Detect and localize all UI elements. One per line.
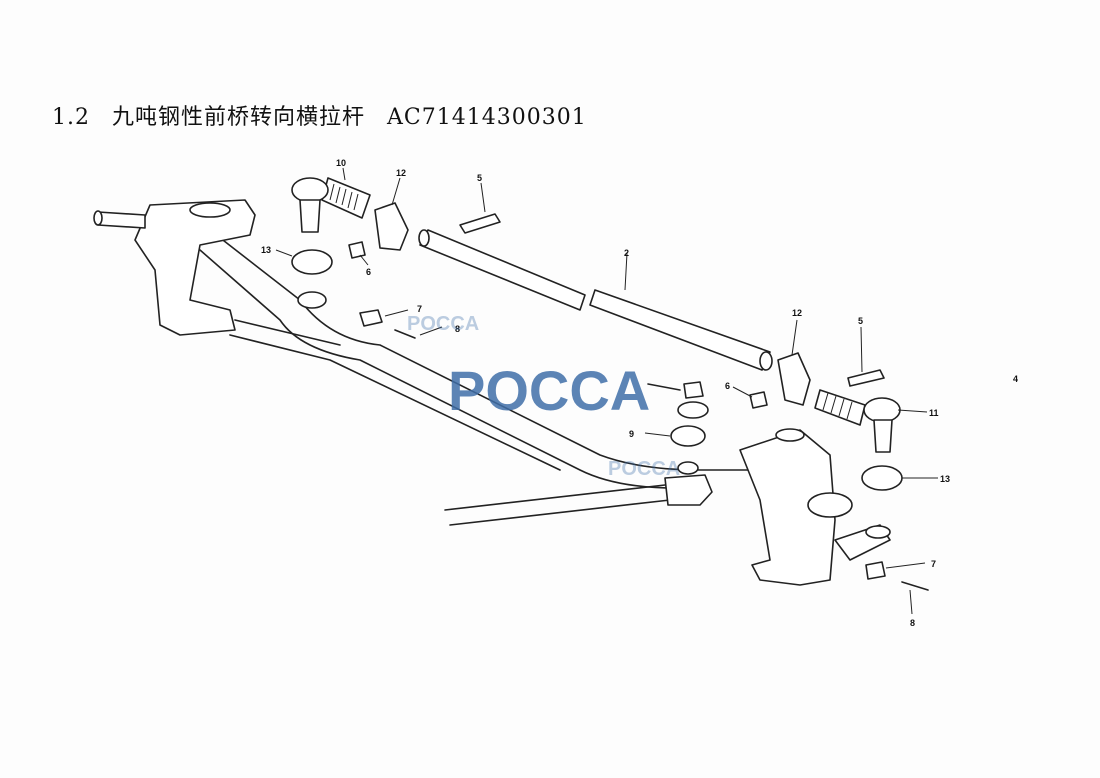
right-steering-knuckle: [739, 428, 891, 586]
part-code: AC71414300301: [387, 105, 587, 130]
callout-labels: 10 12 5 13 6 7 8 2 12 5 6 4 11 9 13 7 8: [261, 158, 1018, 628]
callout-8b: 8: [910, 618, 915, 628]
section-number: 1.2: [52, 105, 90, 130]
callout-9: 9: [629, 429, 634, 439]
watermarks: POCCA POCCA POCCA: [407, 313, 680, 480]
page-title: 1.2 九吨钢性前桥转向横拉杆 AC71414300301: [52, 99, 609, 131]
hardware-parts: [291, 202, 929, 591]
callout-12b: 12: [792, 308, 802, 318]
callout-7: 7: [417, 304, 422, 314]
assembled-tie-rod: [444, 461, 713, 526]
callout-11: 11: [929, 408, 939, 418]
callout-7b: 7: [931, 559, 936, 569]
callout-13b: 13: [940, 474, 950, 484]
assembly-name: 九吨钢性前桥转向横拉杆: [112, 105, 366, 130]
watermark-logo-large: POCCA: [448, 359, 650, 422]
tie-rod-end-left: [291, 177, 371, 233]
callout-8: 8: [455, 324, 460, 334]
left-steering-knuckle: [93, 199, 256, 336]
callout-10: 10: [336, 158, 346, 168]
callout-6b: 6: [725, 381, 730, 391]
callout-6: 6: [366, 267, 371, 277]
callout-5b: 5: [858, 316, 863, 326]
callout-12: 12: [396, 168, 406, 178]
tie-rod-tube: [418, 229, 773, 371]
callout-4: 4: [1013, 374, 1018, 384]
watermark-logo-small-2: POCCA: [608, 458, 680, 480]
callout-leaders: [275, 167, 938, 615]
callout-5: 5: [477, 173, 482, 183]
tie-rod-end-right: [814, 389, 901, 453]
callout-13: 13: [261, 245, 271, 255]
callout-2: 2: [624, 248, 629, 258]
watermark-logo-small: POCCA: [407, 313, 479, 335]
